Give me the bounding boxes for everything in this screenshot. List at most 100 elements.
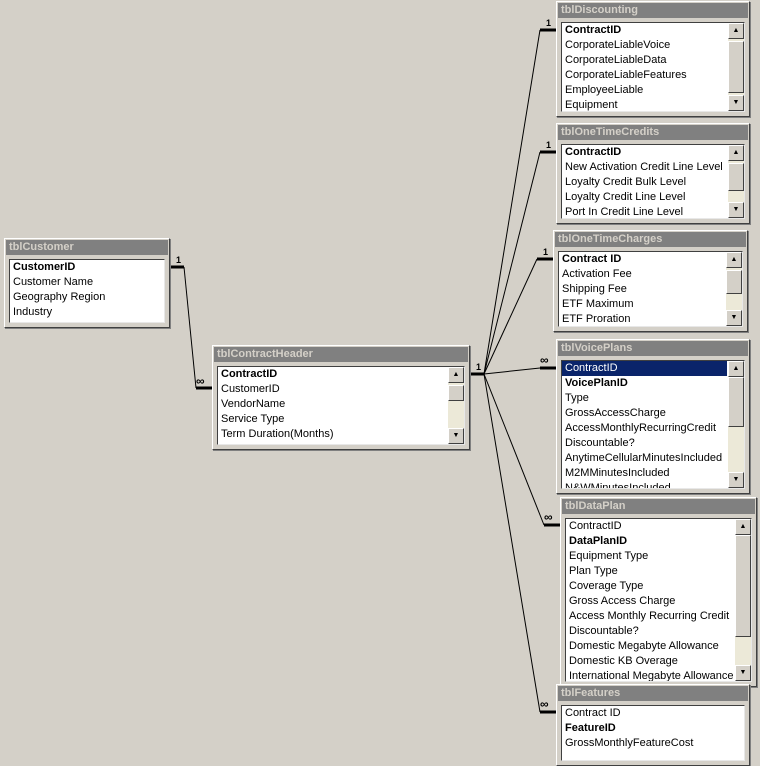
field-row[interactable]: Contract ID	[565, 707, 621, 719]
field-row[interactable]: ContractID	[569, 520, 622, 532]
field-row[interactable]: AnytimeCellularMinutesIncluded	[565, 452, 723, 464]
field-row[interactable]: ContractID	[565, 24, 622, 36]
table-features[interactable]: tblFeatures Contract ID FeatureID GrossMon…	[556, 684, 750, 766]
field-row[interactable]: ContractID	[562, 361, 727, 376]
field-row[interactable]: New Activation Credit Line Level	[565, 161, 723, 173]
scroll-down-arrow-icon[interactable]: ▼	[448, 428, 464, 444]
field-row[interactable]: Loyalty Credit Line Level	[565, 191, 686, 203]
field-row[interactable]: Coverage Type	[569, 580, 644, 592]
table-title[interactable]: tblFeatures	[558, 686, 748, 701]
vertical-scrollbar[interactable]: ▲▼	[728, 361, 744, 488]
field-row[interactable]: ContractID	[221, 368, 278, 380]
scroll-down-arrow-icon[interactable]: ▼	[726, 310, 742, 326]
scroll-up-arrow-icon[interactable]: ▲	[728, 361, 744, 377]
field-row[interactable]: VoicePlanID	[565, 377, 628, 389]
field-row[interactable]: Discountable?	[569, 625, 639, 637]
card-data-many: ∞	[544, 510, 553, 524]
field-row[interactable]: VendorName	[221, 398, 286, 410]
field-row[interactable]: International Megabyte Allowance	[569, 670, 734, 682]
field-row[interactable]: AccessMonthlyRecurringCredit	[565, 422, 716, 434]
field-row[interactable]: Activation Fee	[562, 268, 632, 280]
field-row[interactable]: Industry	[13, 306, 53, 318]
card-discounting-one: 1	[546, 18, 552, 28]
field-row[interactable]: Service Type	[221, 413, 285, 425]
scroll-down-arrow-icon[interactable]: ▼	[728, 472, 744, 488]
card-header-one: 1	[476, 362, 482, 372]
field-list[interactable]: ContractID New Activation Credit Line Lev…	[561, 144, 745, 219]
scroll-up-arrow-icon[interactable]: ▲	[448, 367, 464, 383]
field-row[interactable]: Term Duration(Months)	[221, 428, 334, 440]
scroll-up-arrow-icon[interactable]: ▲	[728, 23, 744, 39]
scroll-thumb[interactable]	[448, 385, 464, 401]
scroll-thumb[interactable]	[728, 377, 744, 427]
field-row[interactable]: Type	[565, 392, 589, 404]
field-row[interactable]: Access Monthly Recurring Credit	[569, 610, 730, 622]
scroll-thumb[interactable]	[728, 163, 744, 191]
field-row[interactable]: CorporateLiableVoice	[565, 39, 671, 51]
field-row[interactable]: Domestic Megabyte Allowance	[569, 640, 719, 652]
field-row[interactable]: CorporateLiableData	[565, 54, 667, 66]
vertical-scrollbar[interactable]: ▲▼	[735, 519, 751, 681]
field-row[interactable]: GrossMonthlyFeatureCost	[565, 737, 694, 749]
field-row[interactable]: ETF Proration	[562, 313, 631, 325]
vertical-scrollbar[interactable]: ▲▼	[448, 367, 464, 444]
field-row[interactable]: CustomerID	[13, 261, 76, 273]
field-row[interactable]: Shipping Fee	[562, 283, 627, 295]
field-row[interactable]: M2MMinutesIncluded	[565, 467, 670, 479]
table-title[interactable]: tblOneTimeCredits	[558, 125, 748, 140]
field-row[interactable]: Port In Credit Line Level	[565, 206, 684, 218]
vertical-scrollbar[interactable]: ▲▼	[728, 23, 744, 111]
table-title[interactable]: tblDataPlan	[562, 499, 755, 514]
table-title[interactable]: tblOneTimeCharges	[555, 232, 746, 247]
vertical-scrollbar[interactable]: ▲▼	[726, 252, 742, 326]
field-row[interactable]: Geography Region	[13, 291, 106, 303]
scroll-thumb[interactable]	[726, 270, 742, 294]
field-row[interactable]: Equipment	[565, 99, 618, 111]
scroll-down-arrow-icon[interactable]: ▼	[728, 202, 744, 218]
vertical-scrollbar[interactable]: ▲▼	[728, 145, 744, 218]
field-row[interactable]: Domestic KB Overage	[569, 655, 678, 667]
field-row[interactable]: ContractID	[565, 146, 622, 158]
scroll-up-arrow-icon[interactable]: ▲	[728, 145, 744, 161]
table-contract-header[interactable]: tblContractHeader ContractID CustomerID Ve…	[212, 345, 470, 450]
field-row[interactable]: N&WMinutesIncluded	[565, 482, 671, 489]
table-title[interactable]: tblContractHeader	[214, 347, 468, 362]
scroll-up-arrow-icon[interactable]: ▲	[726, 252, 742, 268]
table-one-time-credits[interactable]: tblOneTimeCredits ContractID New Activati…	[556, 123, 750, 224]
scroll-up-arrow-icon[interactable]: ▲	[735, 519, 751, 535]
field-row[interactable]: CorporateLiableFeatures	[565, 69, 687, 81]
field-row[interactable]: Equipment Type	[569, 550, 649, 562]
field-row[interactable]: FeatureID	[565, 722, 616, 734]
field-row[interactable]: Contract ID	[562, 253, 622, 265]
field-row[interactable]: EmployeeLiable	[565, 84, 644, 96]
table-data-plan[interactable]: tblDataPlan ContractID DataPlanID Equipmen…	[560, 497, 757, 687]
field-list[interactable]: Contract ID FeatureID GrossMonthlyFeatureC…	[561, 705, 745, 761]
card-customer-one: 1	[176, 255, 182, 265]
scroll-thumb[interactable]	[735, 535, 751, 637]
table-title[interactable]: tblDiscounting	[558, 3, 748, 18]
table-title[interactable]: tblCustomer	[6, 240, 168, 255]
field-row[interactable]: Plan Type	[569, 565, 618, 577]
scroll-down-arrow-icon[interactable]: ▼	[728, 95, 744, 111]
field-row[interactable]: Gross Access Charge	[569, 595, 676, 607]
scroll-down-arrow-icon[interactable]: ▼	[735, 665, 751, 681]
field-row[interactable]: Customer Name	[13, 276, 94, 288]
field-row[interactable]: Discountable?	[565, 437, 635, 449]
table-one-time-charges[interactable]: tblOneTimeCharges Contract ID Activation …	[553, 230, 748, 332]
field-row[interactable]: CustomerID	[221, 383, 280, 395]
field-row[interactable]: ETF Maximum	[562, 298, 634, 310]
field-row[interactable]: GrossAccessCharge	[565, 407, 666, 419]
field-row[interactable]: DataPlanID	[569, 535, 628, 547]
field-row[interactable]: Loyalty Credit Bulk Level	[565, 176, 687, 188]
table-discounting[interactable]: tblDiscounting ContractID CorporateLiable…	[556, 1, 750, 117]
scroll-thumb[interactable]	[728, 41, 744, 93]
table-title[interactable]: tblVoicePlans	[558, 341, 748, 356]
